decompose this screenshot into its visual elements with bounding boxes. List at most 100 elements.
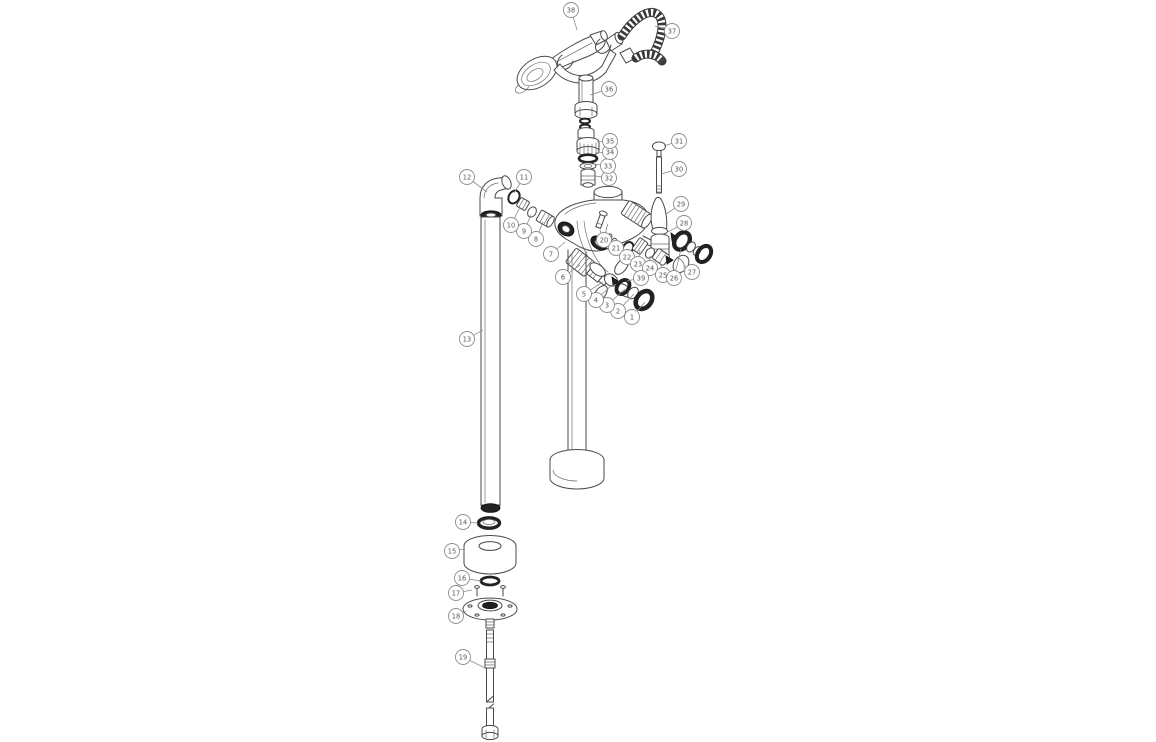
callout-18: 18 — [448, 608, 467, 624]
callout-number-1: 1 — [630, 313, 634, 321]
callout-number-14: 14 — [459, 518, 467, 526]
callout-28: 28 — [667, 215, 692, 233]
callout-6: 6 — [555, 264, 581, 285]
callout-circle-9 — [516, 223, 532, 239]
callout-circle-31 — [671, 133, 687, 149]
callout-number-15: 15 — [448, 547, 456, 555]
callout-16: 16 — [454, 570, 482, 586]
callout-number-8: 8 — [534, 235, 538, 243]
callout-number-12: 12 — [463, 173, 471, 181]
callout-circle-36 — [601, 81, 617, 97]
callout-number-38: 38 — [567, 6, 575, 14]
right-valve-parts — [595, 210, 714, 274]
diverter-assembly — [641, 141, 670, 259]
callout-5: 5 — [576, 281, 604, 302]
inlet-elbow-group — [479, 175, 555, 228]
callout-27: 27 — [683, 264, 700, 280]
shower-handset — [515, 30, 608, 94]
callout-10: 10 — [503, 206, 521, 233]
callout-circle-30 — [671, 161, 687, 177]
right-standpipe — [549, 249, 605, 490]
callout-circle-28 — [676, 215, 692, 231]
callout-9: 9 — [516, 214, 532, 239]
callout-14: 14 — [455, 514, 479, 530]
callout-number-13: 13 — [463, 335, 471, 343]
callout-circle-6 — [555, 269, 571, 285]
callout-circle-38 — [563, 2, 579, 18]
shower-hose — [605, 8, 667, 66]
callout-26: 26 — [666, 248, 682, 286]
left-standpipe — [476, 216, 502, 530]
callout-number-33: 33 — [604, 162, 612, 170]
callout-number-11: 11 — [520, 173, 528, 181]
callout-number-4: 4 — [594, 296, 598, 304]
callout-number-10: 10 — [507, 221, 515, 229]
callout-number-19: 19 — [459, 653, 467, 661]
callout-number-22: 22 — [623, 253, 631, 261]
callout-number-27: 27 — [688, 268, 696, 276]
callout-number-26: 26 — [670, 274, 678, 282]
callout-number-36: 36 — [605, 85, 613, 93]
callout-7: 7 — [543, 241, 566, 262]
callout-number-37: 37 — [668, 27, 676, 35]
callout-circle-11 — [516, 169, 532, 185]
callout-1: 1 — [624, 301, 646, 325]
callout-number-32: 32 — [605, 174, 613, 182]
callout-number-34: 34 — [606, 148, 614, 156]
callout-circle-10 — [503, 217, 519, 233]
callout-29: 29 — [665, 196, 689, 215]
callout-circle-12 — [459, 169, 475, 185]
callout-circle-39 — [633, 270, 649, 286]
callout-4: 4 — [588, 283, 614, 308]
callout-number-6: 6 — [561, 273, 565, 281]
callout-circle-29 — [673, 196, 689, 212]
callout-24: 24 — [642, 256, 658, 276]
callout-number-5: 5 — [582, 290, 586, 298]
callout-circle-5 — [576, 286, 592, 302]
callout-number-25: 25 — [659, 271, 667, 279]
handset-cradle — [553, 38, 617, 105]
callout-15: 15 — [444, 543, 466, 559]
callout-number-24: 24 — [646, 264, 654, 272]
callout-number-2: 2 — [616, 307, 620, 315]
callout-35: 35 — [596, 133, 618, 149]
callout-20: 20 — [596, 229, 612, 248]
callout-number-21: 21 — [612, 244, 620, 252]
callout-circle-15 — [444, 543, 460, 559]
callout-21: 21 — [608, 239, 624, 256]
callout-number-7: 7 — [549, 250, 553, 258]
callout-number-17: 17 — [452, 589, 460, 597]
callout-13: 13 — [459, 329, 484, 347]
callout-30: 30 — [660, 161, 687, 177]
callout-number-18: 18 — [452, 612, 460, 620]
callout-number-20: 20 — [600, 236, 608, 244]
callout-circle-27 — [684, 264, 700, 280]
callout-number-39: 39 — [637, 274, 645, 282]
callout-circle-26 — [666, 270, 682, 286]
left-valve-parts — [565, 248, 655, 312]
callout-number-35: 35 — [606, 137, 614, 145]
callout-number-31: 31 — [675, 137, 683, 145]
callout-circle-37 — [664, 23, 680, 39]
callout-circle-24 — [642, 260, 658, 276]
callout-37: 37 — [654, 23, 680, 39]
callout-31: 31 — [663, 133, 687, 149]
callout-36: 36 — [589, 81, 617, 97]
callout-12: 12 — [459, 169, 488, 193]
callout-circle-14 — [455, 514, 471, 530]
callout-circle-35 — [602, 133, 618, 149]
callout-39: 39 — [626, 270, 649, 286]
callout-circle-16 — [454, 570, 470, 586]
callout-circle-20 — [596, 232, 612, 248]
callout-circle-19 — [455, 649, 471, 665]
callout-circle-8 — [528, 231, 544, 247]
callout-number-23: 23 — [634, 260, 642, 268]
callout-circle-7 — [543, 246, 559, 262]
floor-fixing-kit — [462, 535, 518, 741]
callout-circle-21 — [608, 240, 624, 256]
callout-number-29: 29 — [677, 200, 685, 208]
callout-circle-18 — [448, 608, 464, 624]
